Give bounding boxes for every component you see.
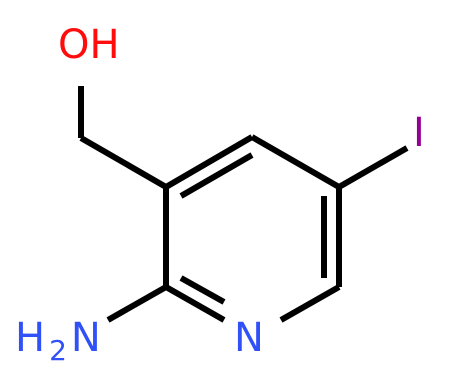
- bond-c3-c4-double: [179, 152, 254, 199]
- amine-hydrogen: H: [15, 315, 45, 361]
- iodine-label: I: [413, 110, 425, 156]
- bond-n-c2: [164, 284, 226, 323]
- bonds: [78, 86, 409, 323]
- amine-label: H 2 N: [15, 315, 101, 367]
- bond-c4-c5: [250, 134, 341, 190]
- amine-nitrogen: N: [71, 315, 101, 361]
- bond-c6-n: [279, 284, 341, 323]
- bond-ch2-c3: [79, 135, 168, 190]
- atom-labels: OH I N H 2 N: [15, 22, 425, 367]
- bond-n-c2-double: [179, 275, 226, 305]
- bond-c3-c4: [164, 134, 254, 190]
- bond-c2-nh2: [106, 284, 168, 323]
- amine-subscript: 2: [49, 334, 67, 367]
- bond-c5-i: [337, 145, 409, 190]
- hydroxyl-label: OH: [58, 22, 120, 68]
- ring-nitrogen-label: N: [234, 315, 264, 361]
